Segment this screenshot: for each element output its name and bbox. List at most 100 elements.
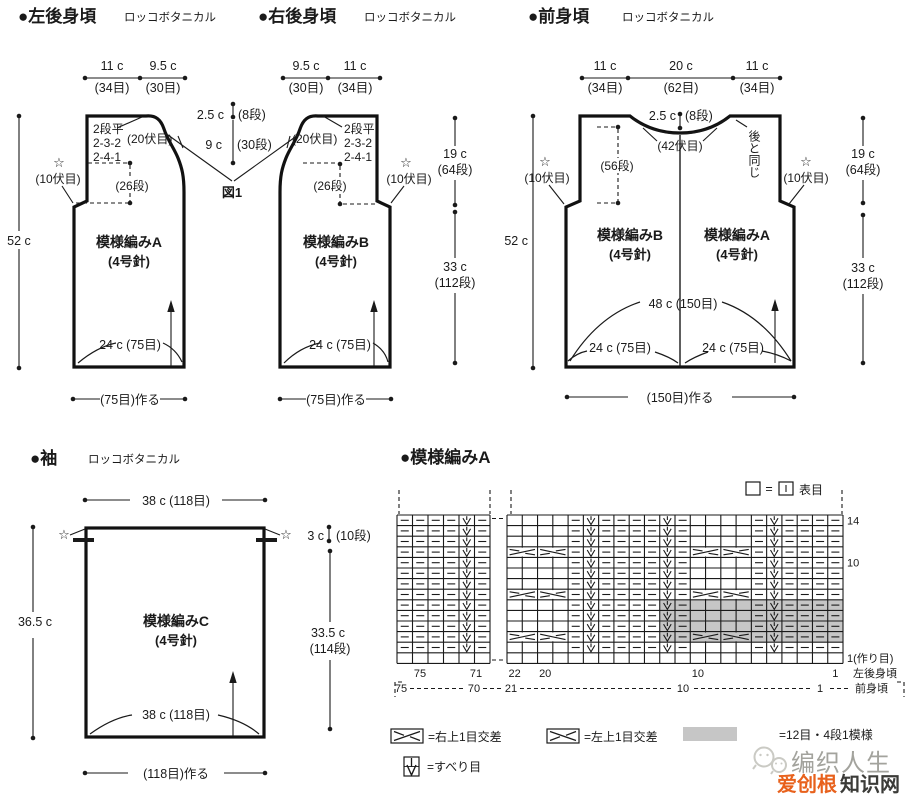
width-arc [567,350,588,362]
slip-stitch-glyph [462,645,472,653]
cross-right-label: =右上1目交差 [428,729,502,744]
slip-stitch-glyph [462,549,472,558]
chart-number: 1 [832,668,838,680]
slip-stitch-glyph [663,528,672,537]
label-bg [306,178,354,193]
slip-stitch-glyph [663,560,672,569]
slip-stitch-glyph [770,613,779,622]
slip-stitch-glyph [770,581,779,590]
slip-stitch-glyph [770,592,779,600]
knit-legend-label: 表目 [799,483,823,497]
bindoff-note: (20伏目) [292,132,337,146]
star-mark: ☆ [53,155,65,170]
pattern-label: 模様編みB [597,227,663,243]
pointer-line [264,528,281,536]
dim-label: (34目) [588,81,623,95]
right-back-title: ●右後身頃 [258,6,337,26]
knit-symbol-empty-icon [745,481,761,496]
slip-stitch-glyph [663,549,672,558]
slip-stitch-glyph [663,581,672,590]
label-bg [108,178,156,193]
dim-label: (34目) [338,81,373,95]
slip-stitch-glyph [663,645,672,653]
arrow-head [771,299,779,311]
rows-note: (56段) [600,158,633,173]
slip-legend-label: =すべり目 [427,760,481,774]
shaping-note: 2-4-1 [344,150,372,164]
slip-stitch-glyph [462,623,472,632]
dim-label: (112段) [435,275,476,290]
bindoff-note: (20伏目) [127,132,172,146]
dim-label: 38 c (118目) [142,494,210,508]
width-arc [372,342,389,363]
watermark-site-accent: 爱创根 [777,772,837,796]
width-arc [761,350,792,362]
pointer-line [642,127,658,142]
chart-row-number: 14 [847,515,859,527]
figure-ref: 図1 [222,185,242,200]
dim-label: 9.5 c [292,59,319,73]
width-arc [569,301,641,362]
slip-stitch-glyph [770,623,779,632]
dim-label: 11 c [101,59,124,73]
star-mark: ☆ [539,154,551,169]
chart-piece-name: 前身頃 [855,681,888,695]
pointer-line [548,184,565,205]
dim-label: 52 c [504,234,528,248]
cross-right-glyph [509,548,536,556]
dim-label: 11 c [594,59,617,73]
slip-stitch-glyph [586,602,596,611]
dim-label: (8段) [238,107,266,122]
chart-number: 75 [414,668,426,680]
dim-label: (112段) [843,276,884,291]
pointer-line [286,135,291,149]
sleeve-yarn: ロッコボタニカル [88,453,180,466]
star-mark: ☆ [800,154,812,169]
dim-label: 19 c [851,147,875,161]
sleeve-outline [84,526,266,739]
width-label: 38 c (118目) [142,708,210,722]
slip-stitch-glyph [770,602,779,611]
slip-stitch-glyph [663,634,672,643]
dim-label: (34目) [95,81,130,95]
cross-right-glyph [692,591,719,598]
pointer-line [735,119,748,128]
dim-label: 33.5 c [311,626,345,640]
neck-v-line [167,134,233,182]
star-mark: ☆ [400,155,412,170]
chat-bubbles-icon [752,746,787,775]
dim-label: (30段) [237,137,272,152]
arrow-head [167,300,175,312]
cross-left-glyph [540,591,566,598]
shaping-note: 2-3-2 [93,136,121,150]
left-back-yarn: ロッコボタニカル [124,11,216,24]
slip-stitch-glyph [462,560,472,569]
cross-left-glyph [540,548,566,556]
bindoff-note: (10伏目) [783,171,828,185]
slip-stitch-glyph [586,549,596,558]
bindoff-note: (42伏目) [657,139,702,153]
arrow-head [370,300,378,312]
pattern-label: 模様編みC [143,613,209,629]
dim-label: 11 c [746,59,769,73]
dim-label: (114段) [310,641,351,656]
slip-stitch-glyph [586,581,596,590]
chart-number: 21 [505,683,517,695]
slip-stitch-glyph [462,581,472,590]
chart-piece-name: 左後身頃 [853,666,897,680]
equals-sign: = [765,482,772,496]
knit-symbol-icon [778,481,794,496]
slip-stitch-glyph [586,645,596,653]
dim-label: 33 c [851,261,875,275]
needle-label: (4号針) [155,633,197,648]
shaping-note: 2段平 [93,121,124,136]
slip-stitch-glyph [462,517,472,526]
pointer-line [61,185,74,204]
dim-label: (10段) [336,528,371,543]
slip-stitch-glyph [586,528,596,537]
width-arc [162,342,183,363]
slip-stitch-glyph [586,623,596,632]
bindoff-note: (10伏目) [35,172,80,186]
